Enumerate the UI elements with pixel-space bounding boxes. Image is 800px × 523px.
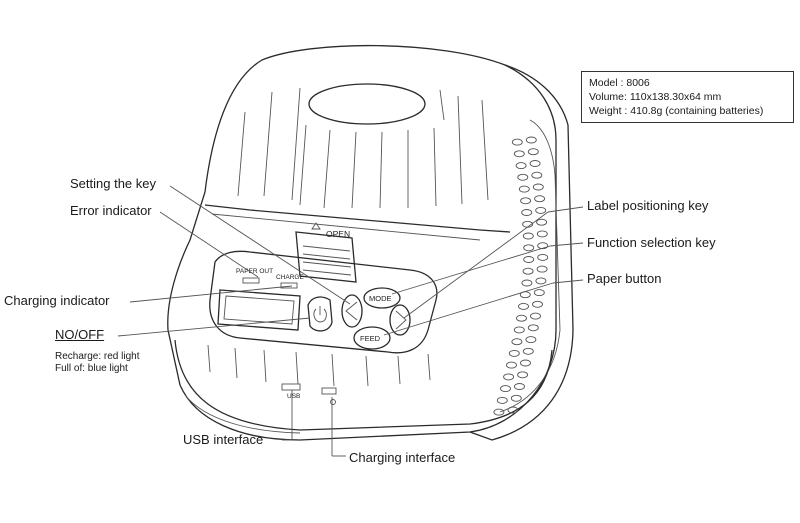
- charge-led: [280, 282, 298, 289]
- vent-slot: [513, 150, 525, 158]
- vent-slot: [521, 209, 533, 216]
- lcd-screen: [217, 289, 301, 331]
- vent-slot: [531, 171, 543, 179]
- callout-charging-interface: Charging interface: [349, 450, 456, 465]
- vent-slot: [516, 314, 527, 322]
- vent-slot: [517, 173, 529, 181]
- vent-slot: [527, 324, 539, 332]
- vent-slot: [522, 267, 534, 275]
- feed-button[interactable]: [353, 326, 391, 350]
- callout-charging-indicator: Charging indicator: [4, 293, 110, 308]
- open-mark: OPEN: [326, 229, 350, 239]
- vent-slot: [529, 160, 541, 167]
- open-latch: [295, 222, 357, 283]
- vent-slot: [493, 408, 505, 416]
- vent-slot: [525, 136, 537, 144]
- vent-slot: [532, 300, 543, 308]
- full-note: Full of: blue light: [55, 363, 128, 374]
- usb-mark: USB: [287, 393, 300, 400]
- spec-box: Model : 8006 Volume: 110x138.30x64 mm We…: [581, 71, 794, 123]
- callout-setting-key: Setting the key: [70, 176, 156, 191]
- vent-slot: [536, 230, 548, 238]
- callout-function-selection-key: Function selection key: [587, 235, 716, 250]
- vent-slot: [534, 195, 546, 203]
- callout-paper-button: Paper button: [587, 271, 662, 286]
- vent-slot: [511, 338, 523, 346]
- vent-slot: [510, 394, 522, 402]
- label-positioning-button[interactable]: [389, 304, 411, 336]
- paper-out-led: [242, 277, 260, 284]
- printer-body: [167, 44, 574, 441]
- vent-slot: [511, 138, 523, 146]
- vent-slot: [518, 302, 529, 310]
- vent-slot: [536, 265, 548, 273]
- mode-mark: MODE: [369, 294, 392, 303]
- lid-ribs: [237, 87, 489, 209]
- setting-key-button[interactable]: [341, 294, 363, 328]
- vent-slot: [530, 312, 541, 320]
- vent-slot: [523, 256, 535, 263]
- vent-slot: [523, 244, 535, 252]
- spec-volume: Volume: 110x138.30x64 mm: [589, 91, 722, 103]
- vent-slot: [518, 185, 530, 193]
- vent-slot: [537, 253, 549, 261]
- recharge-note: Recharge: red light: [55, 351, 140, 362]
- usb-port: [281, 383, 301, 391]
- vent-slot: [507, 406, 519, 414]
- vent-slot: [525, 336, 537, 344]
- callout-label-positioning-key: Label positioning key: [587, 198, 709, 213]
- vent-slot: [513, 326, 525, 334]
- callout-power-switch: NO/OFF: [55, 327, 105, 342]
- vent-slot: [522, 232, 534, 240]
- vent-slot: [515, 162, 527, 170]
- callout-usb-interface: USB interface: [183, 432, 264, 447]
- feed-mark: FEED: [360, 334, 381, 343]
- charge-mark: CHARGE: [276, 274, 304, 281]
- spec-model: Model : 8006: [589, 77, 650, 89]
- vent-slot: [503, 373, 515, 381]
- control-panel: [209, 250, 438, 354]
- vent-slot: [506, 361, 517, 369]
- vent-slot: [521, 279, 533, 287]
- vent-slot: [520, 359, 531, 367]
- lid-window: [308, 83, 426, 125]
- vent-slot: [496, 396, 508, 404]
- vent-slot: [537, 242, 549, 250]
- vent-slot: [514, 383, 525, 390]
- spec-weight: Weight : 410.8g (containing batteries): [589, 105, 764, 117]
- front-ribs: [207, 344, 431, 387]
- vent-slot: [535, 277, 547, 285]
- callout-error-indicator: Error indicator: [70, 203, 152, 218]
- vent-slot: [527, 148, 539, 156]
- vent-slot: [532, 183, 544, 191]
- side-vents: [493, 136, 549, 416]
- vent-slot: [500, 385, 511, 393]
- vent-slot: [508, 349, 520, 357]
- mode-button[interactable]: [363, 287, 401, 309]
- vent-slot: [533, 289, 545, 297]
- leader-lines: [117, 185, 584, 457]
- vent-slot: [536, 218, 548, 226]
- vent-slot: [535, 206, 547, 214]
- vent-slot: [520, 197, 532, 205]
- charging-port: [321, 387, 337, 405]
- power-button[interactable]: [307, 296, 333, 332]
- paper-out-mark: PAPER OUT: [236, 268, 273, 275]
- vent-slot: [517, 371, 529, 379]
- vent-slot: [522, 347, 534, 355]
- lid-seam: [204, 204, 511, 233]
